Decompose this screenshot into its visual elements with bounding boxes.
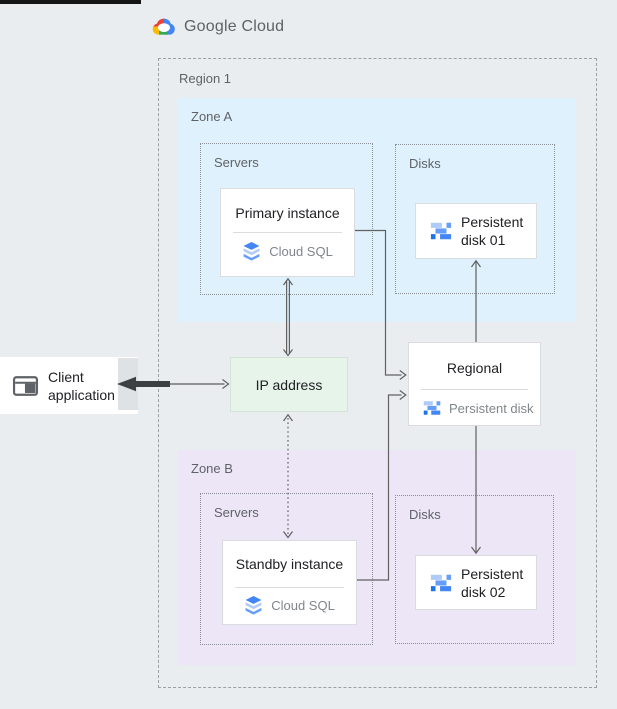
primary-instance-card: Primary instance Cloud SQL <box>220 188 355 277</box>
cloud-sql-label: Cloud SQL <box>271 598 335 613</box>
top-crop-bar <box>0 0 141 4</box>
cloud-sql-label: Cloud SQL <box>269 244 333 259</box>
persistent-disk-01-label: Persistent disk 01 <box>461 214 524 248</box>
persistent-disk-icon <box>430 572 452 594</box>
regional-title: Regional <box>446 360 503 376</box>
application-window-icon <box>12 374 39 398</box>
google-cloud-logo: Google Cloud <box>151 16 284 37</box>
zone-a-label: Zone A <box>191 109 233 124</box>
brand-name: Google Cloud <box>184 17 285 35</box>
persistent-disk-icon <box>430 220 452 242</box>
cloud-sql-icon <box>244 595 263 616</box>
zone-b-label: Zone B <box>191 461 233 476</box>
card-divider <box>233 232 342 233</box>
primary-instance-title: Primary instance <box>235 205 340 221</box>
regional-persistent-disk-card: Regional Persistent disk <box>408 342 541 426</box>
disks-label: Disks <box>409 507 441 522</box>
ip-address-label: IP address <box>255 376 323 393</box>
client-application-card: Client application <box>0 357 138 414</box>
card-divider <box>421 389 528 390</box>
regional-service-label: Persistent disk <box>449 400 534 416</box>
zone-a-disks-group: Disks <box>395 144 555 294</box>
client-application-label: Client application <box>48 368 115 403</box>
servers-label: Servers <box>214 155 259 170</box>
persistent-disk-icon <box>423 399 441 417</box>
standby-instance-card: Standby instance Cloud SQL <box>222 540 357 625</box>
client-card-gray-edge <box>118 358 138 410</box>
standby-instance-title: Standby instance <box>235 556 344 572</box>
disks-label: Disks <box>409 156 441 171</box>
card-divider <box>235 587 344 588</box>
region-label: Region 1 <box>179 71 232 86</box>
servers-label: Servers <box>214 505 259 520</box>
persistent-disk-01-card: Persistent disk 01 <box>415 203 537 259</box>
persistent-disk-02-card: Persistent disk 02 <box>415 555 537 610</box>
ip-address-card: IP address <box>230 357 348 412</box>
region-1-boundary: Region 1 <box>158 58 597 688</box>
persistent-disk-02-label: Persistent disk 02 <box>461 565 524 600</box>
cloud-sql-icon <box>242 241 261 262</box>
google-cloud-cloud-icon <box>151 16 177 37</box>
